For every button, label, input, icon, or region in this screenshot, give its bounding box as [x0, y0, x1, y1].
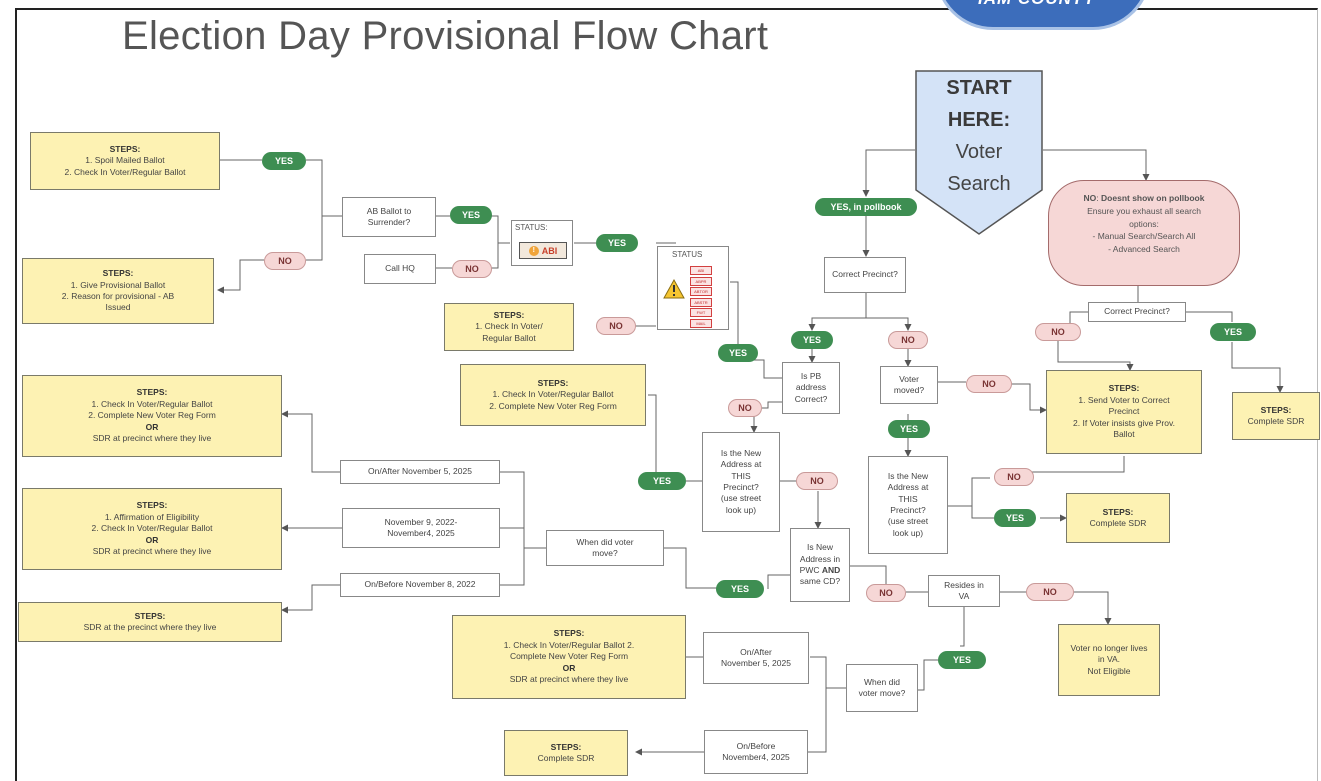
- date-range-box: November 9, 2022-November4, 2025: [342, 508, 500, 548]
- yes-pill: YES: [994, 509, 1036, 527]
- yes-pill: YES: [596, 234, 638, 252]
- yes-pill: YES: [938, 651, 986, 669]
- status-code: MAIL: [690, 318, 712, 328]
- steps-box: STEPS:1. Check In Voter/Regular Ballot 2…: [452, 615, 686, 699]
- status-code-list: ABI ABPR ABTOR ABSTR FWT MAIL: [690, 266, 712, 329]
- no-pill: NO: [866, 584, 906, 602]
- no-pill: NO: [1035, 323, 1081, 341]
- status-code: ABPR: [690, 276, 712, 286]
- abi-status-icon: !: [528, 245, 539, 256]
- no-pill: NO: [796, 472, 838, 490]
- status-code: ABTOR: [690, 287, 712, 296]
- no-pill: NO: [596, 317, 636, 335]
- yes-pill: YES: [718, 344, 758, 362]
- no-pill: NO: [994, 468, 1034, 486]
- status-abi-box: STATUS: !ABI: [511, 220, 573, 266]
- date-range-box: On/Before November 8, 2022: [340, 573, 500, 597]
- warning-icon: [663, 279, 685, 299]
- steps-box: STEPS:Complete SDR: [1232, 392, 1320, 440]
- yes-pill: YES: [716, 580, 764, 598]
- no-pill: NO: [452, 260, 492, 278]
- steps-box: STEPS:SDR at the precinct where they liv…: [18, 602, 282, 642]
- yes-pill: YES: [1210, 323, 1256, 341]
- steps-box: STEPS:1. Check In Voter/Regular Ballot: [444, 303, 574, 351]
- yes-pill: YES: [638, 472, 686, 490]
- yes-pill: YES: [888, 420, 930, 438]
- status-codes-box: STATUS ABI ABPR ABTOR ABSTR FWT MAIL: [657, 246, 729, 330]
- yes-pill: YES: [450, 206, 492, 224]
- start-here-text: START HERE: Voter Search: [946, 77, 1012, 195]
- correct-precinct-question: Correct Precinct?: [824, 257, 906, 293]
- yes-in-pollbook-pill: YES, in pollbook: [815, 198, 917, 216]
- no-pill: NO: [966, 375, 1012, 393]
- steps-box: STEPS:Complete SDR: [1066, 493, 1170, 543]
- start-here-shape: [915, 70, 1043, 235]
- no-pill: NO: [728, 399, 762, 417]
- steps-box: STEPS:Complete SDR: [504, 730, 628, 776]
- correct-precinct-question: Correct Precinct?: [1088, 302, 1186, 322]
- status-code: ABI: [690, 266, 712, 275]
- no-pill: NO: [1026, 583, 1074, 601]
- date-range-box: On/After November 5, 2025: [340, 460, 500, 484]
- county-seal-logo: IAM COUNTY: [935, 0, 1151, 30]
- yes-pill: YES: [262, 152, 306, 170]
- chart-title: Election Day Provisional Flow Chart: [122, 14, 769, 58]
- no-pill: NO: [264, 252, 306, 270]
- status-code: ABSTR: [690, 297, 712, 307]
- yes-pill: YES: [791, 331, 833, 349]
- not-in-pollbook-box: NO: Doesnt show on pollbook Ensure you e…: [1048, 180, 1240, 286]
- status-code: FWT: [690, 308, 712, 317]
- call-hq-box: Call HQ: [364, 254, 436, 284]
- no-pill: NO: [888, 331, 928, 349]
- abi-status-badge: !ABI: [519, 242, 567, 259]
